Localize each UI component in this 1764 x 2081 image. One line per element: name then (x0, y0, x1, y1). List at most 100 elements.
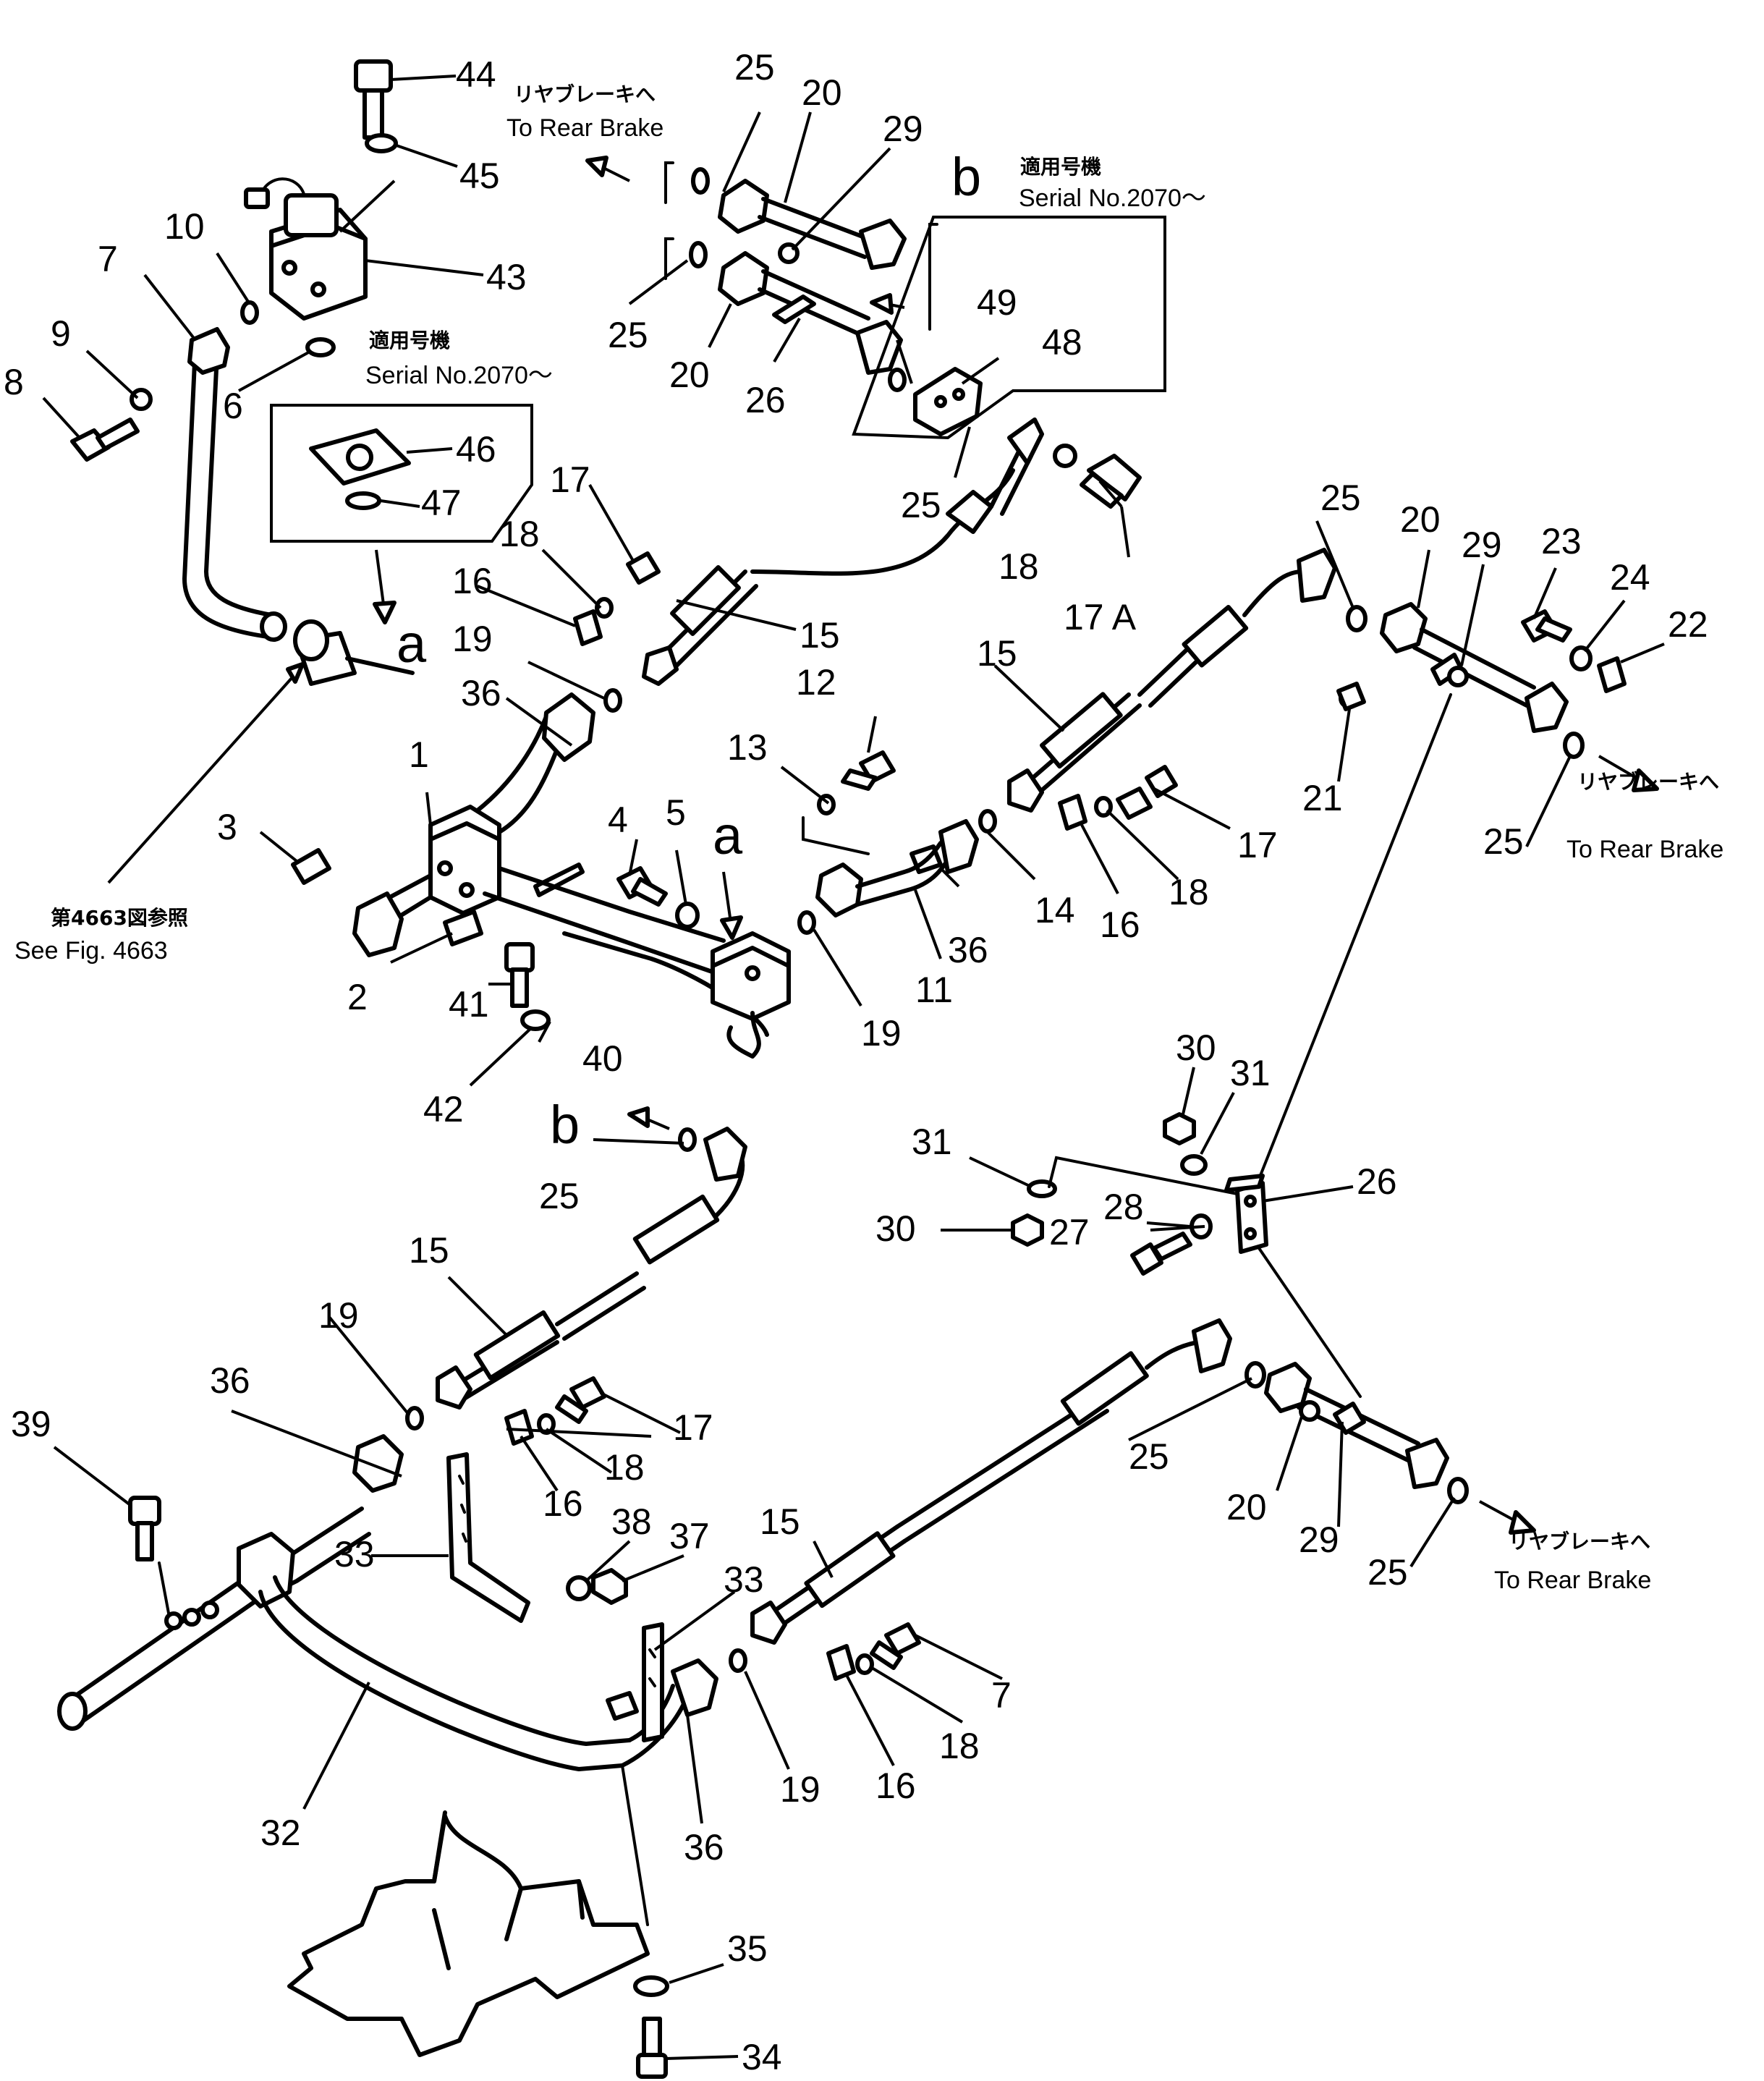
callout-33-upper: 33 (334, 1534, 375, 1574)
callout-45: 45 (459, 156, 500, 196)
callout-15-top: 15 (800, 615, 840, 656)
callout-16-low: 16 (543, 1483, 583, 1524)
o-ring-19 (603, 688, 622, 713)
valve-block-1 (352, 692, 769, 1037)
callout-49: 49 (977, 282, 1017, 323)
callout-14: 14 (1035, 890, 1075, 931)
callout-1: 1 (409, 734, 429, 775)
lower-main-pipe (57, 1434, 718, 1771)
bolt-7-low (884, 1622, 921, 1656)
callout-29-low: 29 (1299, 1520, 1339, 1560)
callout-17-low: 17 (673, 1407, 713, 1448)
clamp-33-upper (446, 1452, 530, 1623)
leader-lines (42, 75, 1665, 2060)
callout-12: 12 (796, 662, 836, 703)
callout-8: 8 (4, 362, 24, 402)
o-ring-25-b (678, 1127, 697, 1152)
callout-17-mid: 17 (1237, 825, 1278, 865)
callout-43: 43 (486, 257, 527, 297)
callout-22: 22 (1668, 604, 1708, 645)
note-rear-brake-jp-right: リヤブレーキへ (1577, 770, 1719, 794)
callout-46: 46 (456, 429, 496, 470)
callout-25-mid: 25 (608, 315, 648, 355)
callout-5: 5 (666, 792, 686, 833)
o-ring-47 (345, 491, 381, 510)
o-ring-25-low (1244, 1361, 1266, 1389)
note-serial-jp-top: 適用号機 (1020, 155, 1101, 179)
callout-15-mid: 15 (977, 633, 1017, 674)
callout-41: 41 (449, 984, 489, 1025)
bolt-41 (504, 942, 551, 1031)
fitting-3 (291, 848, 331, 885)
callout-16-mid: 16 (1100, 904, 1140, 945)
o-ring-25-low-right (1447, 1477, 1469, 1504)
o-ring-19-mid (797, 910, 816, 935)
note-rear-brake-en-right: To Rear Brake (1566, 836, 1723, 863)
o-ring-25-right (1346, 605, 1367, 632)
nut-37 (591, 1568, 628, 1605)
view-letter-a-right: a (713, 805, 743, 865)
callout-29-right: 29 (1462, 525, 1502, 565)
callout-30-left: 30 (875, 1208, 916, 1249)
nut-30-top (1163, 1112, 1196, 1145)
callout-18-top-left: 18 (499, 514, 540, 554)
callout-44: 44 (456, 54, 496, 95)
callout-25-hose: 25 (901, 485, 941, 525)
o-ring-19-left (405, 1406, 424, 1431)
callout-29-top: 29 (883, 109, 923, 149)
callout-13: 13 (727, 727, 768, 768)
callout-19-low-left: 19 (318, 1295, 359, 1336)
bracket-26 (1224, 1174, 1268, 1254)
callout-2: 2 (347, 977, 368, 1017)
callout-18-mid: 18 (1169, 872, 1209, 912)
gasket-plate (309, 428, 411, 486)
bolt-39 (128, 1496, 161, 1561)
callout-42: 42 (423, 1089, 464, 1129)
callout-25-right: 25 (1320, 478, 1361, 518)
callout-16-low-right: 16 (875, 1766, 916, 1806)
callout-32: 32 (260, 1813, 301, 1853)
clamp-16-low (826, 1644, 856, 1681)
top-brake-tubes (718, 179, 907, 375)
o-ring-14 (978, 809, 997, 834)
callout-25-low: 25 (1129, 1436, 1169, 1477)
solenoid-valve (244, 177, 368, 321)
serial-bracket-b (928, 223, 938, 331)
callout-19-top: 19 (452, 619, 493, 659)
callout-39: 39 (11, 1404, 51, 1444)
lower-left-hose (436, 1127, 747, 1410)
notes: リヤブレーキへ To Rear Brake 適用号機 Serial No.207… (14, 82, 1723, 1594)
o-ring-25-top (691, 167, 710, 195)
serial-frame (852, 216, 1166, 440)
callout-36-bottom: 36 (684, 1827, 724, 1868)
callout-36-top: 36 (461, 673, 501, 713)
callout-31-left: 31 (912, 1122, 952, 1162)
callout-18-top: 18 (998, 546, 1039, 587)
callout-17-top: 17 (550, 459, 590, 500)
view-letter-b-top: b (951, 147, 981, 207)
bolt-17a (1053, 444, 1142, 509)
note-rear-brake-en-low: To Rear Brake (1494, 1567, 1651, 1594)
note-serial-jp-left: 適用号機 (369, 329, 450, 352)
callout-18-low-right: 18 (939, 1726, 980, 1766)
callout-numbers: 44 45 43 10 7 9 8 6 46 47 25 20 29 25 20… (4, 47, 1708, 2077)
callout-36-mid: 36 (948, 930, 988, 970)
note-serial-en-top: Serial No.2070～ (1019, 185, 1206, 212)
callout-31-top: 31 (1230, 1053, 1271, 1093)
callout-19-mid: 19 (861, 1013, 902, 1054)
callout-27: 27 (1049, 1212, 1090, 1253)
hose-15-upper (642, 418, 1044, 686)
callout-20-mid: 20 (669, 355, 710, 395)
callout-11: 11 (915, 970, 953, 1010)
callout-16-top: 16 (452, 561, 493, 601)
callout-4: 4 (608, 800, 628, 840)
note-rear-brake-jp-low: リヤブレーキへ (1509, 1530, 1650, 1554)
callout-25-right-low: 25 (1483, 821, 1524, 862)
callout-24: 24 (1610, 557, 1650, 598)
cover-plate (287, 1810, 650, 2057)
o-ring-19-low (729, 1648, 747, 1673)
callout-20-top: 20 (802, 72, 842, 113)
callout-30-top: 30 (1176, 1027, 1216, 1068)
pipe-7 (182, 327, 287, 642)
valve-block-a (711, 931, 791, 1059)
